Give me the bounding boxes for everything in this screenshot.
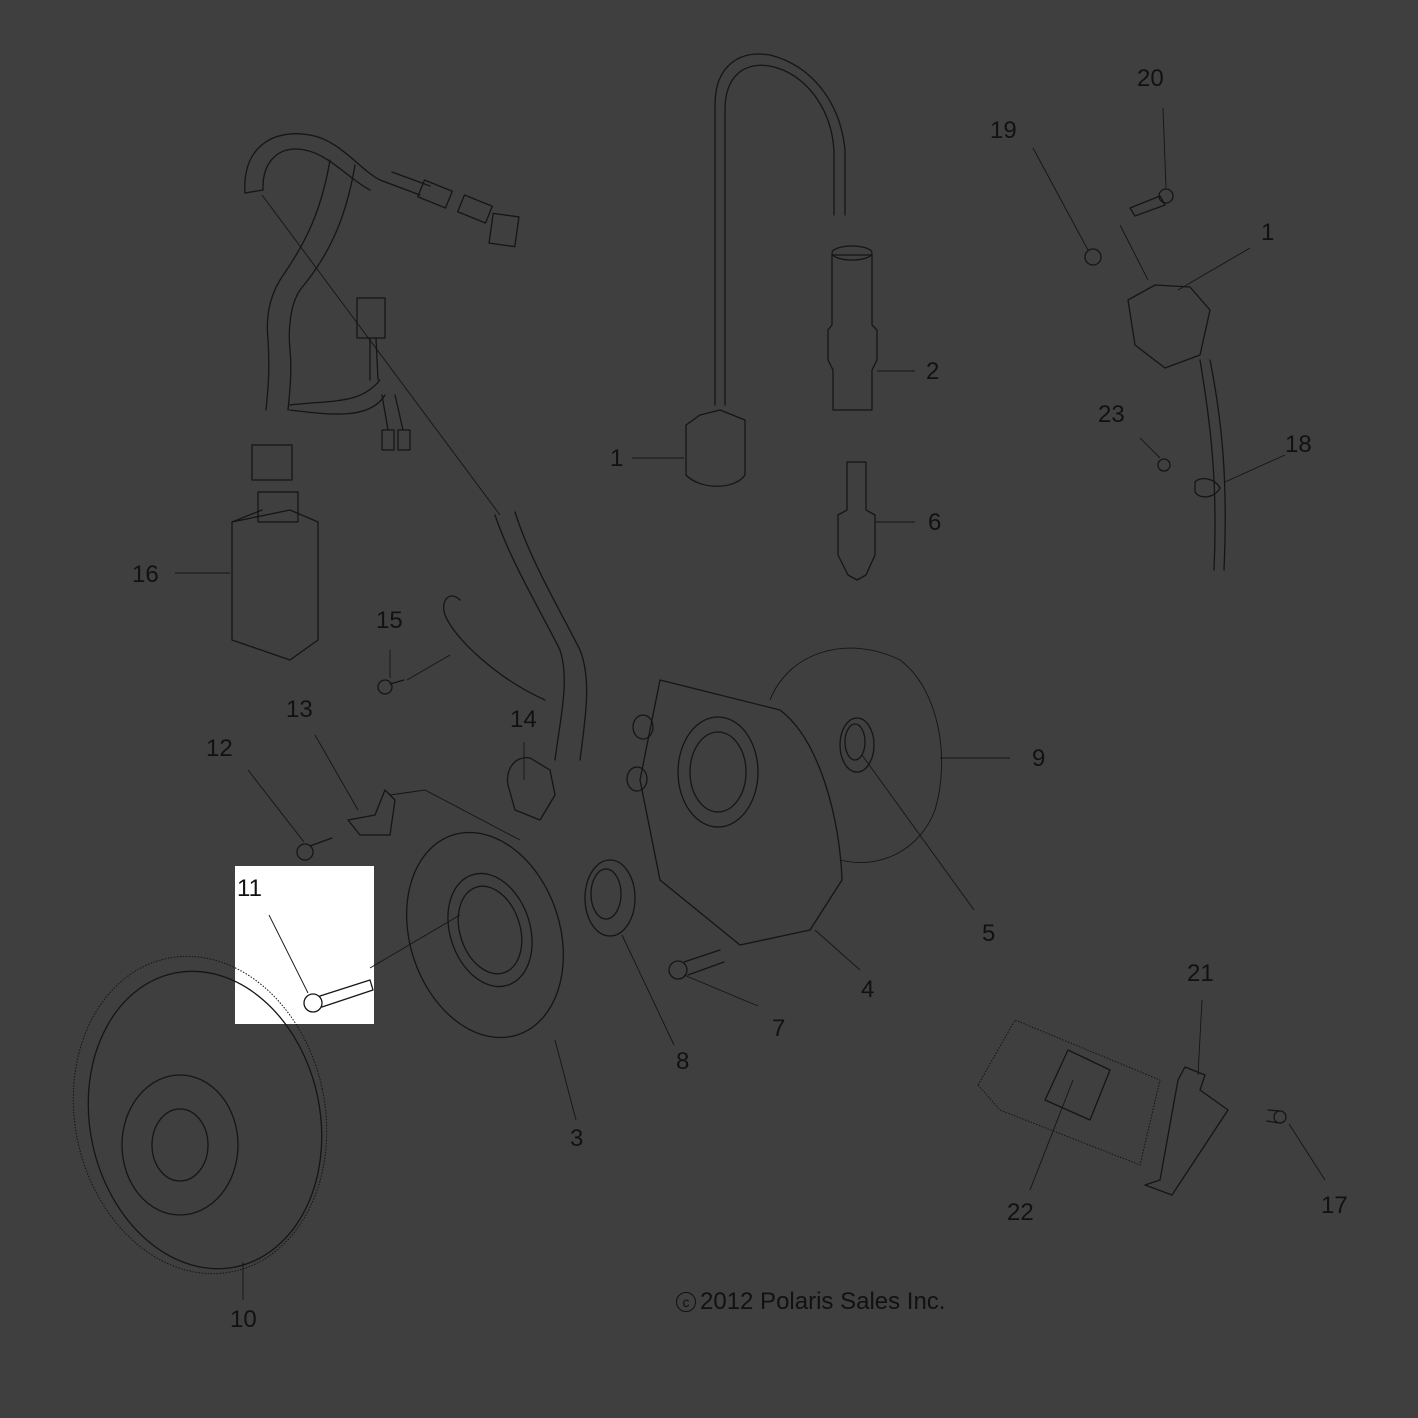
callout-9: 9 <box>1032 745 1046 772</box>
callout-12: 12 <box>206 735 233 762</box>
callout-10: 10 <box>230 1306 257 1333</box>
callout-11: 11 <box>237 875 262 902</box>
callout-1-right: 1 <box>1261 219 1275 246</box>
callout-19: 19 <box>990 117 1017 144</box>
callout-7: 7 <box>772 1015 786 1042</box>
callout-21: 21 <box>1187 960 1214 987</box>
callout-14: 14 <box>510 706 537 733</box>
callout-22: 22 <box>1007 1199 1034 1226</box>
bracket-21 <box>1144 999 1229 1196</box>
stator-plate-4 <box>639 679 861 971</box>
stator-3 <box>369 831 577 1121</box>
copyright-text: 2012 Polaris Sales Inc. <box>700 1288 946 1315</box>
screw-12 <box>247 769 333 861</box>
callout-16: 16 <box>132 561 159 588</box>
callout-6: 6 <box>928 509 942 536</box>
callout-2: 2 <box>926 358 940 385</box>
bolt-7 <box>668 949 759 1007</box>
flywheel-10 <box>72 955 328 1300</box>
spark-plug-6 <box>837 461 915 581</box>
copyright-icon: c <box>676 1292 696 1312</box>
ignition-coil-1-center <box>632 53 846 487</box>
callout-13: 13 <box>286 696 313 723</box>
callout-20: 20 <box>1137 65 1164 92</box>
callout-3: 3 <box>570 1125 584 1152</box>
callout-15: 15 <box>376 607 403 634</box>
callout-18: 18 <box>1285 431 1312 458</box>
screw-17 <box>1266 1109 1326 1181</box>
bearing-seal-8 <box>584 859 675 1046</box>
gasket-9 <box>769 647 1010 863</box>
callout-4: 4 <box>861 976 875 1003</box>
callout-1-center: 1 <box>610 445 624 472</box>
regulator-22 <box>977 1019 1161 1191</box>
cdi-module-16 <box>175 491 319 661</box>
spark-plug-cap-2 <box>827 245 915 411</box>
callout-23: 23 <box>1098 401 1125 428</box>
oil-seal-5 <box>839 717 975 911</box>
callout-5: 5 <box>982 920 996 947</box>
stator-screw-11 <box>268 914 374 1013</box>
pickup-sensor-14 <box>506 714 654 821</box>
wiring-harness <box>244 133 588 761</box>
wire-clamp-13 <box>314 734 521 841</box>
ground-screw-15 <box>377 650 451 695</box>
ignition-coil-1-right <box>1032 107 1286 571</box>
callout-17: 17 <box>1321 1192 1348 1219</box>
callout-8: 8 <box>676 1048 690 1075</box>
